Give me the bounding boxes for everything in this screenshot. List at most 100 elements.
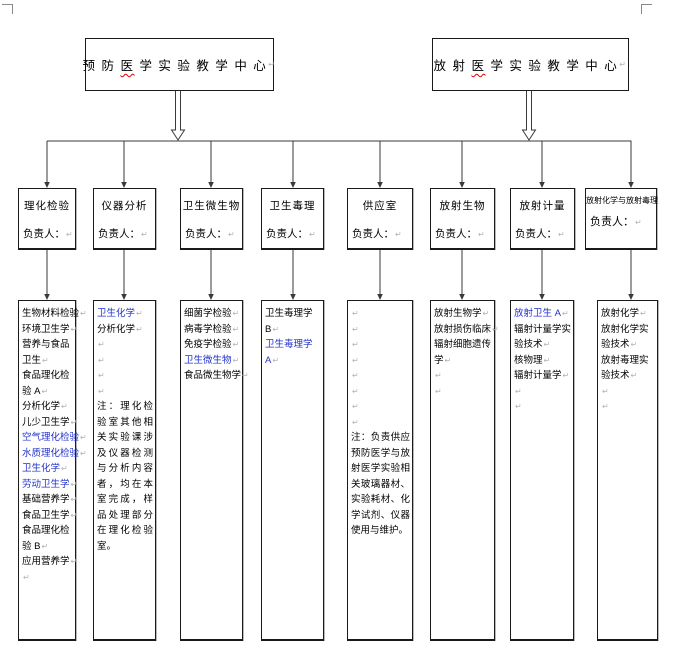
paragraph-mark: ↵ <box>61 464 68 473</box>
list-item: ↵ <box>351 384 411 400</box>
paragraph-mark: ↵ <box>435 386 442 396</box>
center-title: 放 射 医 学 实 验 教 学 中 心 <box>433 59 619 73</box>
list-item: 卫生化学↵ <box>97 308 143 319</box>
list-item: ↵ <box>97 384 154 400</box>
course-list-physicochemical-test: 生物材料检验↵环境卫生学↵营养与食品卫生↵食品理化检验 A↵分析化学↵儿少卫生学… <box>18 300 87 641</box>
paragraph-mark: ↵ <box>352 402 359 411</box>
lab-title: 卫生微生物 <box>182 200 241 212</box>
paragraph-mark: ↵ <box>543 355 551 365</box>
paragraph-mark: ↵ <box>98 371 105 380</box>
course-list-supply-room: ↵↵↵↵↵↵↵↵注：负责供应预防医学与放射医学实验相关玻璃器材、实验耗材、化学试… <box>347 300 413 641</box>
paragraph-mark: ↵ <box>268 60 277 69</box>
list-item: 病毒学检验↵ <box>184 323 240 335</box>
lab-box-supply-room: 供应室 负责人：↵ <box>347 188 413 250</box>
list-item: ↵ <box>434 384 493 400</box>
list-item: 卫生化学↵ <box>22 463 68 474</box>
paragraph-mark: ↵ <box>41 541 49 551</box>
list-item: ↵ <box>434 368 493 384</box>
paragraph-mark: ↵ <box>98 355 105 365</box>
list-item: 环境卫生学↵ <box>22 323 78 335</box>
list-item: 空气理化检验↵ <box>22 432 87 443</box>
list-item: ↵ <box>601 384 656 400</box>
lab-leader-label: 负责人：↵ <box>352 228 402 240</box>
list-item: 免疫学检验↵ <box>184 339 240 350</box>
lab-leader-label: 负责人：↵ <box>185 228 235 240</box>
paragraph-mark: ↵ <box>352 340 359 349</box>
paragraph-mark: ↵ <box>98 386 105 396</box>
paragraph-mark: ↵ <box>70 495 78 504</box>
list-item: ↵ <box>514 399 572 415</box>
lab-leader-label: 负责人：↵ <box>435 228 485 240</box>
list-item: 营养与食品卫生↵ <box>22 339 70 366</box>
paragraph-mark: ↵ <box>602 386 609 396</box>
paragraph-mark: ↵ <box>630 371 638 380</box>
list-item: ↵ <box>351 353 411 369</box>
lab-title: 放射化学与放射毒理 <box>586 196 658 205</box>
lab-box-physicochemical-test: 理化检验 负责人：↵ <box>18 188 76 250</box>
list-item: 食品理化检验 B↵ <box>22 525 70 552</box>
course-list-hygienic-microbiology: 细菌学检验↵病毒学检验↵免疫学检验↵卫生微生物↵食品微生物学↵ <box>180 300 249 641</box>
paragraph-mark: ↵ <box>42 355 49 365</box>
list-item: 劳动卫生学↵ <box>22 478 78 490</box>
paragraph-mark: ↵ <box>602 402 609 411</box>
list-item: 分析化学↵ <box>97 323 143 335</box>
paragraph-mark: ↵ <box>543 340 551 349</box>
paragraph-mark: ↵ <box>352 309 359 318</box>
list-item: 食品理化检验 A↵ <box>22 370 70 397</box>
paragraph-mark: ↵ <box>23 572 30 582</box>
paragraph-mark: ↵ <box>515 386 522 396</box>
list-item: 食品卫生学↵ <box>22 509 78 521</box>
hollow-arrow-icon <box>170 88 537 141</box>
list-item: 放射化学↵ <box>601 308 647 319</box>
paragraph-mark: ↵ <box>70 557 78 566</box>
paragraph-mark: ↵ <box>61 402 68 411</box>
paragraph-mark: ↵ <box>70 417 78 427</box>
list-item: 放射化学实验技术↵ <box>601 323 649 351</box>
paragraph-mark: ↵ <box>70 510 78 520</box>
lab-title: 理化检验 <box>24 200 70 212</box>
list-item: 分析化学↵ <box>22 401 68 412</box>
course-list-radiation-dosimetry: 放射卫生 A↵辐射计量学实验技术↵核物理↵辐射计量学↵↵↵ <box>510 300 574 641</box>
paragraph-mark: ↵ <box>435 371 442 380</box>
paragraph-mark: ↵ <box>80 448 87 458</box>
list-item: 应用营养学↵ <box>22 556 78 567</box>
paragraph-mark: ↵ <box>352 324 359 334</box>
list-item: ↵ <box>601 399 656 415</box>
paragraph-mark: ↵ <box>492 324 499 334</box>
lab-box-hygienic-microbiology: 卫生微生物 负责人：↵ <box>180 188 243 250</box>
paragraph-mark: ↵ <box>70 324 78 334</box>
center-box-preventive-medicine: 预 防 医 学 实 验 教 学 中 心↵ <box>82 38 277 91</box>
list-item: ↵ <box>351 368 411 384</box>
paragraph-mark: ↵ <box>232 340 240 349</box>
spellcheck-squiggle: 医 <box>471 59 486 73</box>
lab-box-radiochemistry-radiotoxicology: 放射化学与放射毒理 负责人：↵ <box>585 188 658 250</box>
lab-box-radiation-dosimetry: 放射计量 负责人：↵ <box>510 188 575 250</box>
lab-leader-label: 负责人：↵ <box>515 228 565 240</box>
list-item: ↵ <box>97 353 154 369</box>
paragraph-mark: ↵ <box>561 309 569 318</box>
lab-leader-label: 负责人：↵ <box>98 228 148 240</box>
spellcheck-squiggle: 医 <box>120 59 135 73</box>
paragraph-mark: ↵ <box>640 309 647 318</box>
lab-box-radiation-biology: 放射生物 负责人：↵ <box>430 188 495 250</box>
paragraph-mark: ↵ <box>515 402 522 411</box>
list-item: 儿少卫生学↵ <box>22 416 78 428</box>
lab-leader-label: 负责人：↵ <box>23 228 73 240</box>
list-item: ↵ <box>97 368 154 384</box>
center-title: 预 防 医 学 实 验 教 学 中 心 <box>82 59 268 73</box>
paragraph-mark: ↵ <box>232 324 240 334</box>
list-item: 辐射细胞遗传学↵ <box>434 339 492 366</box>
page-margin-corner-left <box>2 4 13 14</box>
list-item: 卫生毒理学 B↵ <box>265 308 313 335</box>
paragraph-mark: ↵ <box>352 355 359 365</box>
course-list-radiochemistry-radiotoxicology: 放射化学↵放射化学实验技术↵放射毒理实验技术↵↵↵ <box>597 300 658 641</box>
course-list-hygienic-toxicology: 卫生毒理学 B↵卫生毒理学 A↵ <box>261 300 324 641</box>
paragraph-mark: ↵ <box>352 371 359 380</box>
paragraph-mark: ↵ <box>352 417 359 427</box>
lab-title: 供应室 <box>362 200 398 212</box>
list-item: 水质理化检验↵ <box>22 447 87 459</box>
list-item: 卫生微生物↵ <box>184 354 240 366</box>
paragraph-mark: ↵ <box>70 479 78 489</box>
list-item: 细菌学检验↵ <box>184 308 240 319</box>
